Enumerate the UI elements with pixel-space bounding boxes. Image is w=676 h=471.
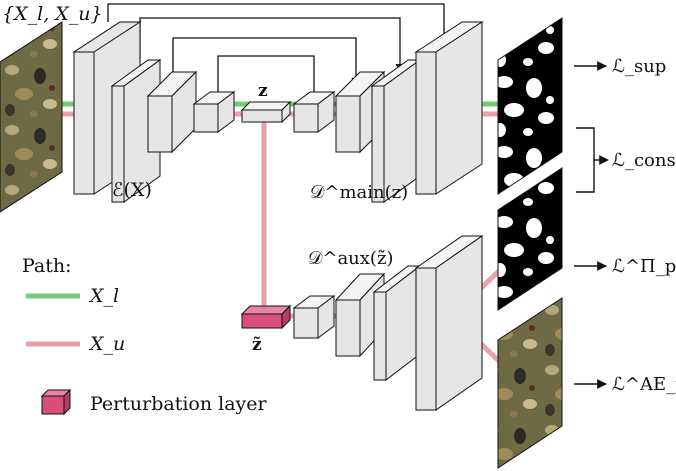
decoder-main-blocks <box>292 21 484 203</box>
loss-prior-ae: ℒ^AE_prior <box>612 374 676 395</box>
decoder-aux-label: 𝒟^aux(z̃) <box>308 248 393 269</box>
latent-label: z <box>258 81 268 101</box>
decoder-aux-blocks <box>292 235 484 411</box>
legend-labeled: X_l <box>88 285 119 307</box>
mask-output-aux <box>497 167 563 311</box>
mask-output-sup <box>497 17 563 195</box>
loss-prior-pi: ℒ^Π_prior <box>612 256 676 277</box>
loss-cons: ℒ_cons <box>612 150 676 171</box>
perturbation-layer <box>240 304 292 330</box>
encoder-label: ℰ(X) <box>112 179 152 201</box>
loss-sup: ℒ_sup <box>612 56 666 77</box>
input-label: {X_l, X_u} <box>2 3 103 25</box>
decoder-main-label: 𝒟^main(z) <box>310 182 408 203</box>
loss-arrows <box>574 61 609 389</box>
latent-block <box>240 100 292 124</box>
legend: Path: X_l X_u Perturbation layer <box>22 255 268 416</box>
encoder-blocks <box>72 21 236 203</box>
legend-perturbation: Perturbation layer <box>90 393 268 415</box>
latent-pert-label: z̃ <box>252 335 262 355</box>
legend-unlabeled: X_u <box>88 333 125 355</box>
reconstructed-image <box>497 297 563 469</box>
legend-title: Path: <box>22 255 72 277</box>
input-image <box>0 21 63 213</box>
legend-perturbation-swatch <box>40 388 72 416</box>
